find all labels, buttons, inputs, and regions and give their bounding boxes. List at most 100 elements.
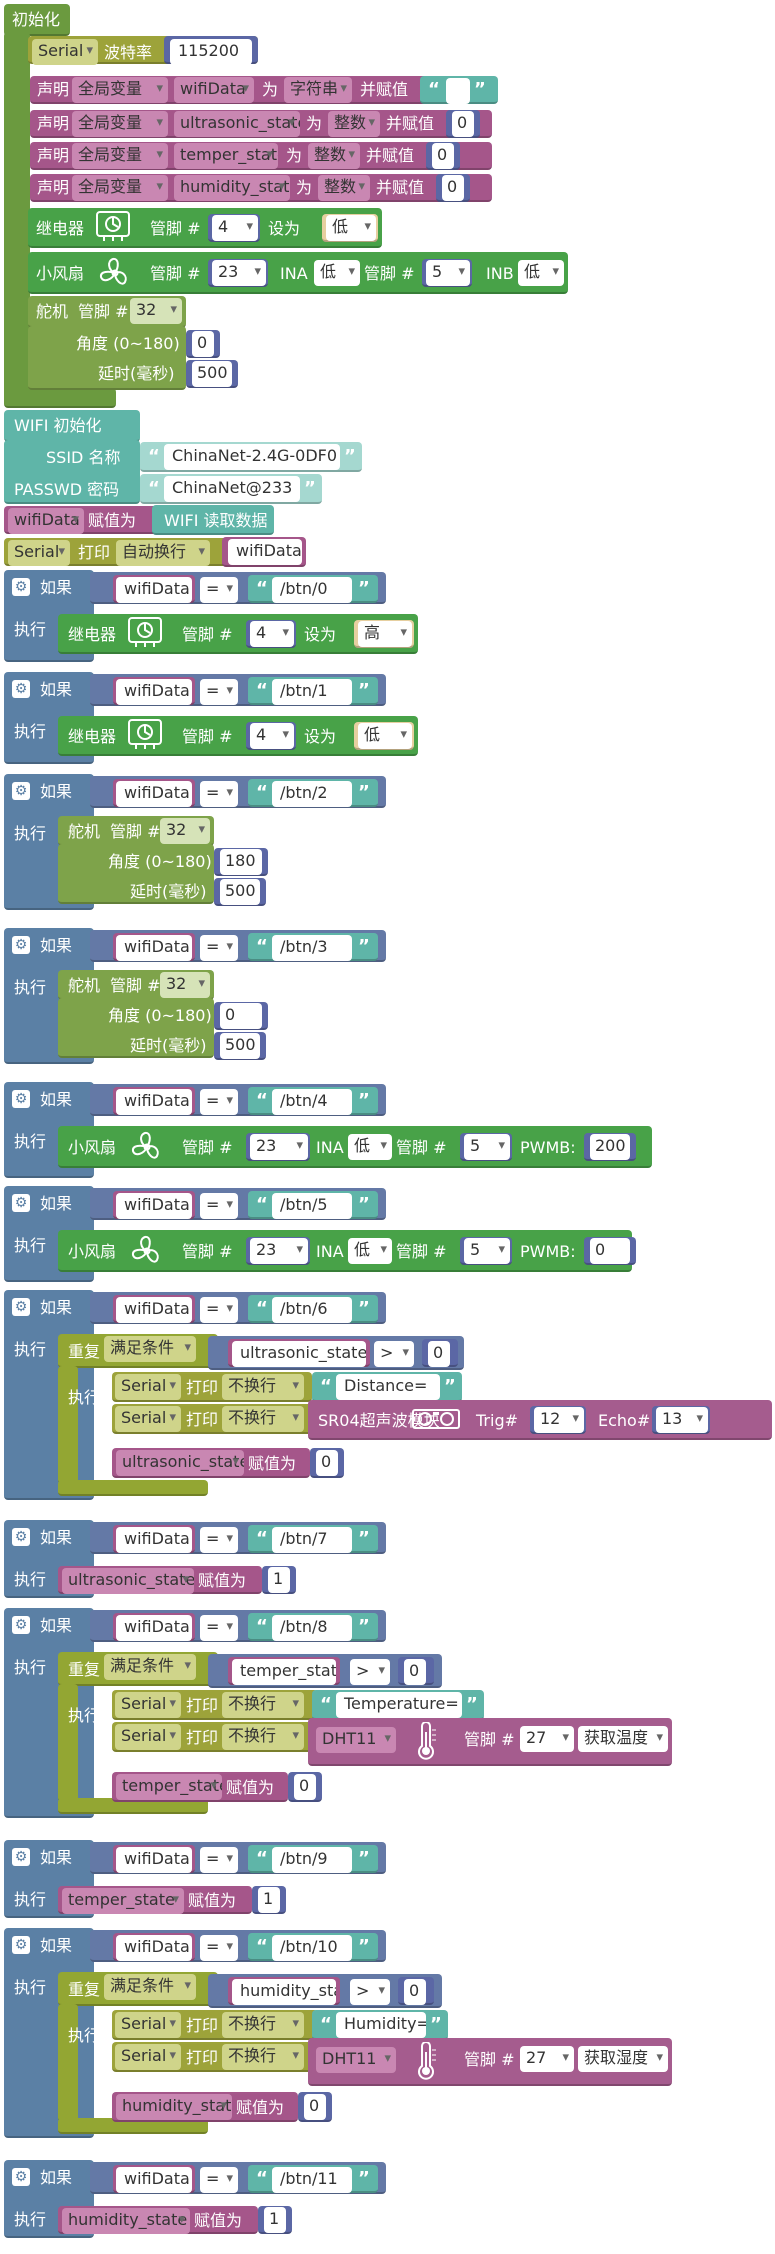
variable-name-field[interactable]: humidity_state	[232, 1979, 336, 2005]
command-string-field[interactable]: /btn/7	[272, 1527, 352, 1553]
scope-dropdown[interactable]: 全局变量	[72, 143, 168, 169]
operator-dropdown[interactable]: =	[200, 1527, 238, 1553]
variable-name-field[interactable]: wifiData	[116, 1935, 192, 1961]
command-string-field[interactable]: /btn/10	[272, 1935, 352, 1961]
scope-dropdown[interactable]: 全局变量	[72, 111, 168, 137]
pwm-field[interactable]: 200	[590, 1134, 630, 1160]
command-string-field[interactable]: /btn/9	[272, 1847, 352, 1873]
print-mode-dropdown[interactable]: 不换行	[222, 1692, 304, 1718]
angle-field[interactable]: 0	[192, 331, 214, 357]
gear-icon[interactable]: ⚙	[12, 2168, 30, 2186]
sensor-function-dropdown[interactable]: 获取温度	[578, 1726, 668, 1752]
servo-block-params[interactable]	[28, 326, 186, 390]
number-field[interactable]: 0	[404, 1659, 426, 1685]
sensor-type-dropdown[interactable]: DHT11	[316, 2047, 396, 2073]
repeat-while-spine[interactable]	[58, 1366, 78, 1484]
repeat-while-footer[interactable]	[58, 1480, 208, 1496]
variable-dropdown[interactable]: temper_state	[62, 1888, 184, 1914]
gear-icon[interactable]: ⚙	[12, 1528, 30, 1546]
if-block[interactable]	[4, 1608, 94, 1818]
serial-port-dropdown[interactable]: Serial	[115, 2044, 181, 2070]
print-mode-dropdown[interactable]: 不换行	[222, 1406, 304, 1432]
operator-dropdown[interactable]: =	[200, 1935, 238, 1961]
pin-dropdown[interactable]: 32	[160, 972, 210, 998]
pin-dropdown[interactable]: 27	[520, 2046, 574, 2072]
serial-port-dropdown[interactable]: Serial	[8, 540, 70, 566]
variable-name-field[interactable]: humidity_state	[174, 175, 290, 201]
operator-dropdown[interactable]: >	[350, 1659, 390, 1685]
operator-dropdown[interactable]: =	[200, 1847, 238, 1873]
pin-dropdown[interactable]: 32	[130, 298, 182, 324]
pin-dropdown[interactable]: 23	[212, 260, 266, 286]
number-value-field[interactable]: 0	[432, 143, 454, 169]
operator-dropdown[interactable]: >	[350, 1979, 390, 2005]
variable-name-field[interactable]: ultrasonic_state	[232, 1341, 366, 1367]
sensor-function-dropdown[interactable]: 获取湿度	[578, 2046, 668, 2072]
ssid-field[interactable]: ChinaNet-2.4G-0DF0	[164, 444, 340, 470]
command-string-field[interactable]: /btn/3	[272, 935, 352, 961]
variable-dropdown[interactable]: humidity_state	[116, 2094, 232, 2120]
repeat-while-spine[interactable]	[58, 2004, 78, 2122]
if-block[interactable]	[4, 1928, 94, 2138]
variable-name-field[interactable]: wifiData	[116, 577, 192, 603]
repeat-mode-dropdown[interactable]: 满足条件	[104, 1974, 196, 2000]
gear-icon[interactable]: ⚙	[12, 1194, 30, 1212]
number-field[interactable]: 0	[304, 2094, 326, 2120]
print-mode-dropdown[interactable]: 自动换行	[116, 540, 210, 566]
sensor-type-dropdown[interactable]: DHT11	[316, 1727, 396, 1753]
variable-dropdown[interactable]: humidity_state	[62, 2208, 190, 2234]
serial-port-dropdown[interactable]: Serial	[115, 2012, 181, 2038]
variable-name-field[interactable]: wifiData	[116, 1089, 192, 1115]
pin-dropdown[interactable]: 5	[426, 260, 470, 286]
variable-name-field[interactable]: wifiData	[116, 1527, 192, 1553]
trig-pin-dropdown[interactable]: 12	[534, 1407, 584, 1433]
variable-dropdown[interactable]: temper_state	[116, 1774, 222, 1800]
baud-rate-field[interactable]: 115200	[170, 39, 252, 65]
number-field[interactable]: 0	[294, 1774, 316, 1800]
ina-dropdown[interactable]: 低	[348, 1238, 392, 1264]
delay-field[interactable]: 500	[192, 361, 232, 387]
variable-name-field[interactable]: temper_state	[174, 143, 278, 169]
string-value-field[interactable]	[446, 78, 470, 104]
repeat-while-footer[interactable]	[58, 1798, 208, 1814]
print-text-field[interactable]: Temperature=	[336, 1692, 462, 1718]
variable-name-field[interactable]: wifiData	[116, 1297, 192, 1323]
pin-dropdown[interactable]: 27	[520, 1726, 574, 1752]
repeat-while-footer[interactable]	[58, 2118, 208, 2134]
variable-name-field[interactable]: wifiData	[116, 1615, 192, 1641]
ina-dropdown[interactable]: 低	[348, 1134, 392, 1160]
variable-name-field[interactable]: wifiData	[228, 539, 302, 565]
variable-name-field[interactable]: wifiData	[116, 679, 192, 705]
pin-dropdown[interactable]: 5	[464, 1238, 510, 1264]
gear-icon[interactable]: ⚙	[12, 1090, 30, 1108]
pin-dropdown[interactable]: 5	[464, 1134, 510, 1160]
operator-dropdown[interactable]: =	[200, 1089, 238, 1115]
passwd-field[interactable]: ChinaNet@233	[164, 476, 300, 502]
number-field[interactable]: 0	[428, 1341, 450, 1367]
variable-name-field[interactable]: temper_state	[232, 1659, 336, 1685]
operator-dropdown[interactable]: =	[200, 1193, 238, 1219]
wifi-init-params[interactable]	[4, 440, 140, 504]
delay-field[interactable]: 500	[220, 879, 260, 905]
scope-dropdown[interactable]: 全局变量	[72, 77, 168, 103]
operator-dropdown[interactable]: =	[200, 1297, 238, 1323]
ina-dropdown[interactable]: 低	[314, 260, 360, 286]
operator-dropdown[interactable]: =	[200, 577, 238, 603]
wifi-init-block[interactable]	[4, 410, 140, 442]
command-string-field[interactable]: /btn/5	[272, 1193, 352, 1219]
command-string-field[interactable]: /btn/4	[272, 1089, 352, 1115]
repeat-mode-dropdown[interactable]: 满足条件	[104, 1336, 196, 1362]
pwm-field[interactable]: 0	[590, 1238, 630, 1264]
operator-dropdown[interactable]: =	[200, 679, 238, 705]
serial-port-dropdown[interactable]: Serial	[32, 39, 98, 65]
pin-dropdown[interactable]: 4	[250, 723, 294, 749]
delay-field[interactable]: 500	[220, 1033, 260, 1059]
command-string-field[interactable]: /btn/1	[272, 679, 352, 705]
setup-block-spine[interactable]	[4, 32, 30, 404]
wifi-read-block[interactable]	[152, 505, 274, 535]
angle-field[interactable]: 180	[220, 849, 262, 875]
variable-dropdown[interactable]: wifiData	[8, 508, 84, 534]
setup-block-footer[interactable]	[4, 388, 116, 408]
print-mode-dropdown[interactable]: 不换行	[222, 1374, 304, 1400]
